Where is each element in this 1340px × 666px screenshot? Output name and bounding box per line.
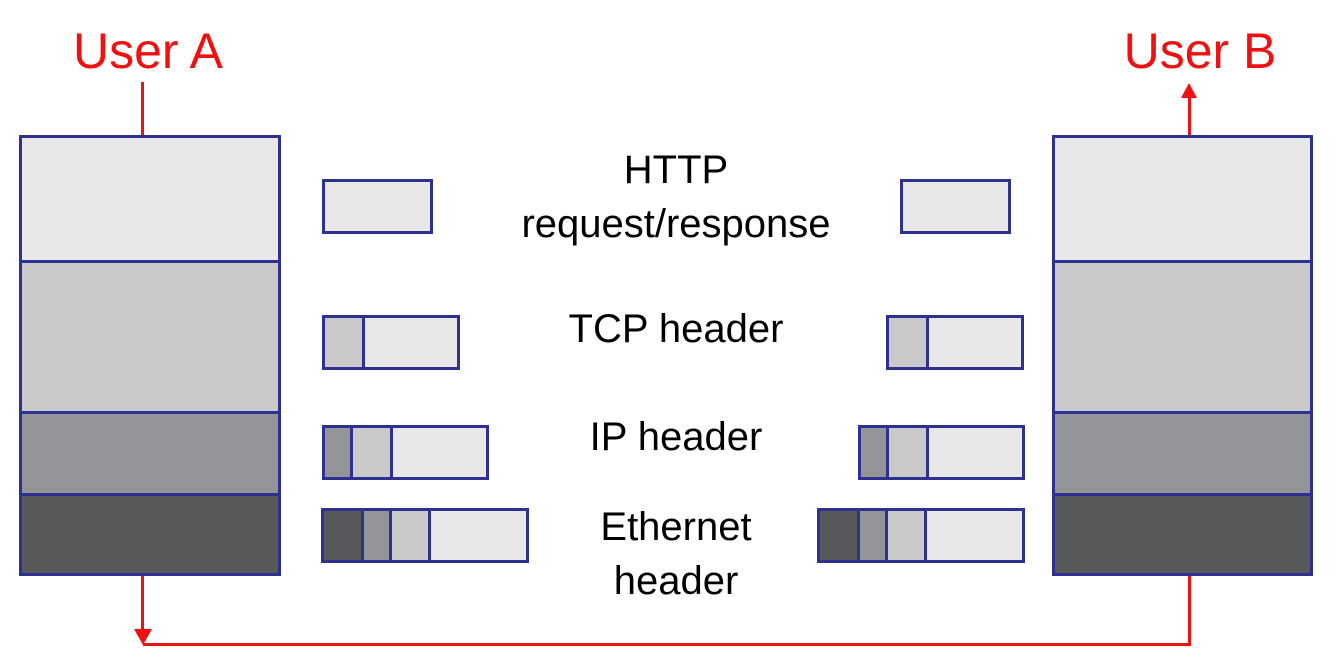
tcp-header-layer	[22, 260, 278, 411]
up-arrowhead-icon	[1181, 83, 1197, 98]
ip-header-segment	[325, 428, 350, 477]
ip-header-segment	[361, 511, 389, 560]
payload-segment	[325, 182, 430, 231]
http-packet-left	[322, 179, 433, 234]
ip-header-layer	[1055, 411, 1310, 493]
stack-b-to-user-b-line	[1188, 97, 1191, 135]
tcp-header-layer	[1055, 260, 1310, 411]
ethernet-header-label-line1: Ethernet	[600, 505, 752, 549]
user-b-label: User B	[1123, 23, 1277, 79]
ip-header-segment	[861, 428, 886, 477]
payload-layer	[22, 138, 278, 260]
ip-header-label-line1: IP header	[589, 415, 763, 459]
payload-segment	[362, 318, 457, 367]
payload-segment	[903, 182, 1008, 231]
ip-header-layer	[22, 411, 278, 493]
tcp-packet-left	[322, 315, 460, 370]
http-label: HTTP request/response	[476, 143, 876, 251]
ethernet-header-label: Ethernet header	[476, 500, 876, 608]
ip-header-segment	[857, 511, 885, 560]
down-arrowhead-icon	[134, 629, 152, 645]
tcp-packet-right	[886, 315, 1024, 370]
tcp-header-segment	[389, 511, 428, 560]
tcp-header-segment	[885, 511, 924, 560]
tcp-header-label: TCP header	[476, 302, 876, 356]
ethernet-packet-right	[817, 508, 1025, 563]
user-a-label: User A	[72, 23, 224, 79]
stack-a-to-wire-line	[141, 576, 144, 630]
http-label-line1: HTTP	[623, 148, 729, 192]
network-wire-line	[143, 643, 1190, 646]
tcp-header-segment	[889, 318, 926, 367]
user-a-to-stack-line	[141, 82, 144, 135]
wire-to-stack-b-line	[1188, 576, 1191, 646]
payload-segment	[428, 511, 526, 560]
tcp-header-segment	[886, 428, 926, 477]
ethernet-header-layer	[1055, 493, 1310, 573]
payload-segment	[924, 511, 1022, 560]
payload-segment	[926, 318, 1021, 367]
ethernet-header-segment	[820, 511, 857, 560]
ethernet-header-layer	[22, 493, 278, 573]
host-b-protocol-stack	[1052, 135, 1313, 576]
tcp-header-label-line1: TCP header	[568, 307, 784, 351]
payload-layer	[1055, 138, 1310, 260]
host-a-protocol-stack	[19, 135, 281, 576]
ip-packet-right	[858, 425, 1025, 480]
http-packet-right	[900, 179, 1011, 234]
tcp-header-segment	[350, 428, 390, 477]
ethernet-header-segment	[324, 511, 361, 560]
ip-header-label: IP header	[476, 410, 876, 464]
payload-segment	[926, 428, 1022, 477]
ethernet-header-label-line2: header	[613, 559, 739, 603]
payload-segment	[390, 428, 486, 477]
http-label-line2: request/response	[521, 202, 831, 246]
ethernet-packet-left	[321, 508, 529, 563]
tcp-header-segment	[325, 318, 362, 367]
ip-packet-left	[322, 425, 489, 480]
